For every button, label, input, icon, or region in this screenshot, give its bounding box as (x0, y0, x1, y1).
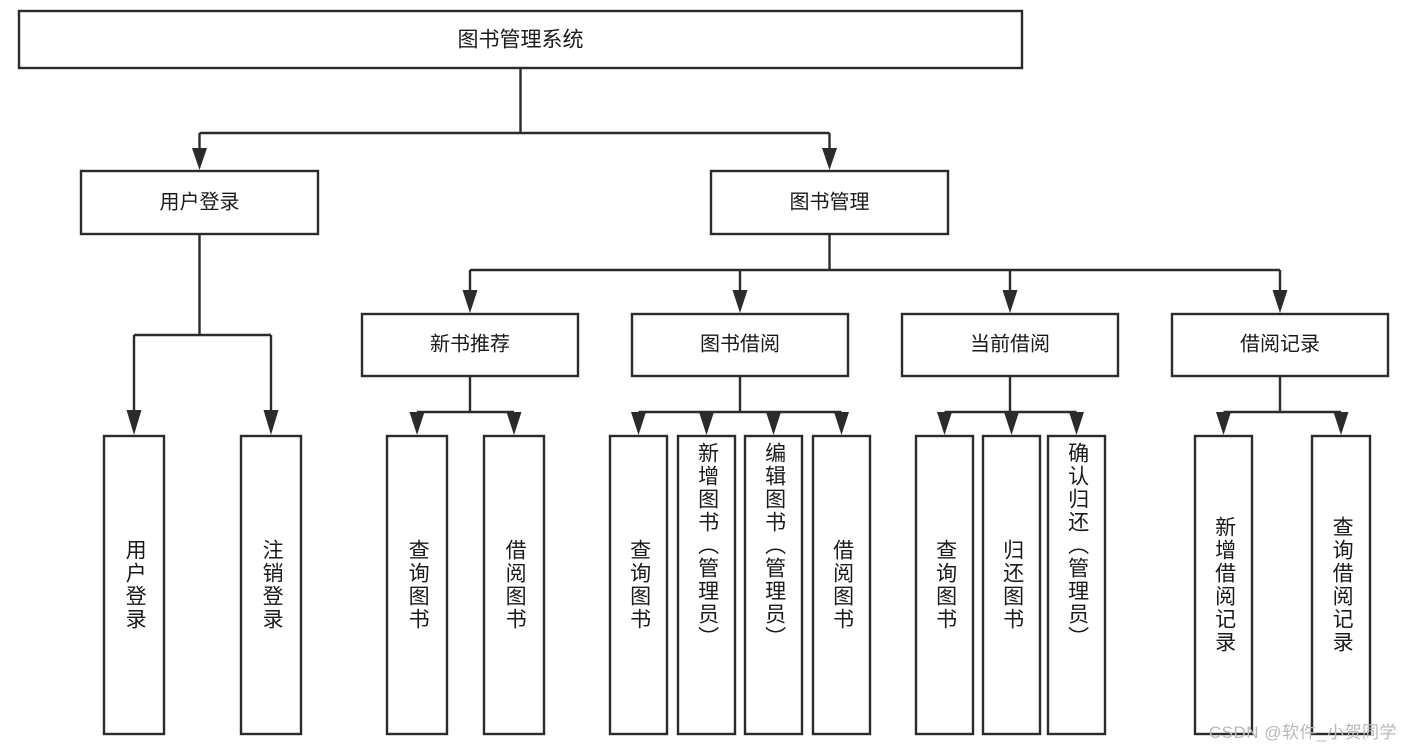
edge-group-borrow-book (631, 376, 849, 435)
edge-group-user-login (126, 234, 279, 435)
arrow-head-cb-return-book (1004, 412, 1019, 435)
arrow-head-book-mgmt (822, 148, 837, 170)
node-borrow-record-box[interactable] (1170, 312, 1390, 378)
node-book-borrow-box[interactable] (630, 312, 850, 378)
node-new-book-recommend-box[interactable] (360, 312, 580, 378)
arrow-head-bb-query-book (631, 412, 646, 435)
node-borrow-record[interactable]: 借阅记录 (1170, 312, 1390, 378)
node-user-login[interactable]: 用户登录 (79, 169, 320, 236)
arrow-head-leaf-user-login (126, 410, 142, 435)
node-current-borrow-label: 当前借阅 (970, 332, 1050, 355)
node-root-label: 图书管理系统 (458, 29, 584, 52)
arrow-head-br-add-record (1216, 412, 1231, 435)
leaf-box-nb-borrow-book[interactable] (482, 434, 546, 736)
leaf-box-cb-confirm-return[interactable] (1046, 434, 1107, 736)
node-book-borrow-label: 图书借阅 (700, 332, 780, 355)
arrow-head-nb-borrow-book (506, 412, 522, 435)
leaf-box-user-login[interactable] (102, 434, 166, 736)
leaf-box-cb-query-book[interactable] (914, 434, 975, 736)
arrow-head-bb-add-book (699, 412, 714, 435)
leaf-box-cb-return-book[interactable] (981, 434, 1042, 736)
leaf-box-bb-edit-book[interactable] (743, 434, 804, 736)
edge-group-borrow-record (1216, 376, 1349, 435)
edge-group-book-mgmt (462, 234, 1288, 313)
node-book-management[interactable]: 图书管理 (709, 169, 950, 236)
node-book-management-label: 图书管理 (790, 190, 870, 213)
node-current-borrow[interactable]: 当前借阅 (900, 312, 1120, 378)
leaf-box-bb-add-book[interactable] (676, 434, 737, 736)
arrow-head-borrow-book (732, 290, 748, 313)
arrow-head-new-book (462, 290, 478, 313)
node-user-login-label: 用户登录 (160, 190, 240, 213)
leaf-box-br-add-record[interactable] (1193, 434, 1254, 736)
node-user-login-box[interactable] (79, 169, 320, 236)
arrow-head-borrow-record (1272, 290, 1288, 313)
csdn-watermark: CSDN @软件_小贺同学 (1208, 723, 1397, 742)
leaf-box-br-query-record[interactable] (1310, 434, 1372, 736)
node-current-borrow-box[interactable] (900, 312, 1120, 378)
leaf-box-bb-query-book[interactable] (608, 434, 669, 736)
leaf-box-bb-borrow-book[interactable] (811, 434, 872, 736)
node-new-book-recommend[interactable]: 新书推荐 (360, 312, 580, 378)
arrow-head-cb-query-book (937, 412, 952, 435)
node-root[interactable]: 图书管理系统 (17, 9, 1024, 70)
arrow-head-user-login (192, 148, 207, 170)
arrow-head-nb-query-book (409, 412, 425, 435)
leaf-box-logout[interactable] (239, 434, 303, 736)
arrow-head-cb-confirm-return (1069, 412, 1084, 435)
node-book-borrow[interactable]: 图书借阅 (630, 312, 850, 378)
node-root-box[interactable] (17, 9, 1024, 70)
arrow-head-leaf-logout (263, 410, 279, 435)
leaf-box-nb-query-book[interactable] (385, 434, 449, 736)
edge-group-current-borrow (937, 376, 1084, 435)
node-book-management-box[interactable] (709, 169, 950, 236)
arrow-head-bb-borrow-book (834, 412, 849, 435)
arrow-head-br-query-record (1333, 412, 1349, 435)
edge-group-new-book (409, 376, 522, 435)
node-new-book-recommend-label: 新书推荐 (430, 332, 510, 355)
edge-group-root (192, 68, 837, 170)
arrow-head-bb-edit-book (766, 412, 781, 435)
arrow-head-current-borrow (1002, 290, 1018, 313)
node-borrow-record-label: 借阅记录 (1240, 332, 1320, 355)
